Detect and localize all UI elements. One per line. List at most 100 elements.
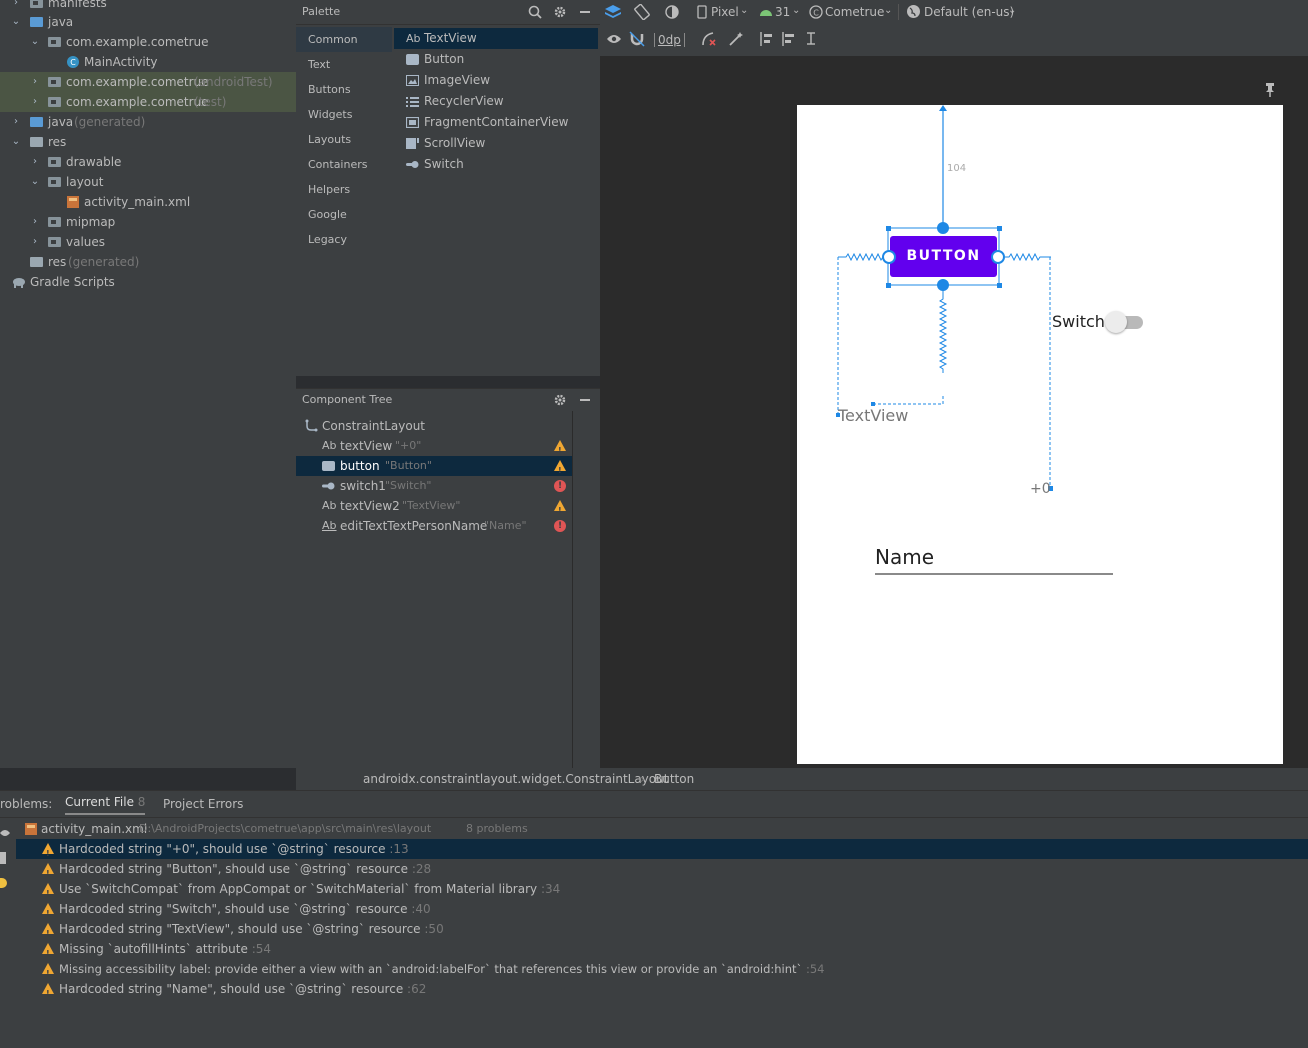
- chevron-right-icon[interactable]: ›: [14, 116, 18, 127]
- problems-file-row[interactable]: activity_main.xml D:\AndroidProjects\com…: [16, 819, 1308, 839]
- problem-item[interactable]: Hardcoded string "TextView", should use …: [16, 919, 1308, 944]
- palette-item-scrollview[interactable]: ScrollView: [394, 133, 598, 154]
- problem-item[interactable]: Hardcoded string "Switch", should use `@…: [16, 899, 1308, 924]
- tree-item-activity-main-xml[interactable]: activity_main.xml: [0, 192, 296, 212]
- tree-item-package[interactable]: ⌄ com.example.cometrue: [0, 32, 296, 52]
- chevron-right-icon[interactable]: ›: [14, 0, 18, 8]
- chevron-down-icon[interactable]: ⌄: [1008, 5, 1017, 16]
- tree-item-java[interactable]: ⌄ java: [0, 12, 296, 32]
- chevron-right-icon[interactable]: ›: [33, 96, 37, 107]
- minimize-icon[interactable]: [580, 399, 590, 401]
- palette-category-containers[interactable]: Containers: [308, 158, 368, 171]
- tree-item-mainactivity[interactable]: C MainActivity: [0, 52, 296, 72]
- tree-item-gradle-scripts[interactable]: Gradle Scripts: [0, 272, 296, 292]
- component-edittext-person-name[interactable]: Ab editTextTextPersonName "Name" !: [296, 516, 572, 536]
- clear-constraints-icon[interactable]: [701, 31, 717, 47]
- problem-item[interactable]: Use `SwitchCompat` from AppCompat or `Sw…: [16, 879, 1308, 904]
- breadcrumb-parent[interactable]: androidx.constraintlayout.widget.Constra…: [363, 772, 669, 786]
- breadcrumb-current[interactable]: Button: [654, 772, 695, 786]
- lightbulb-icon[interactable]: [0, 878, 7, 888]
- search-icon[interactable]: [528, 5, 542, 19]
- warning-icon[interactable]: [554, 460, 566, 481]
- guidelines-icon[interactable]: [805, 31, 821, 47]
- chevron-right-icon[interactable]: ›: [33, 216, 37, 227]
- chevron-down-icon[interactable]: ⌄: [11, 16, 21, 27]
- canvas-switch-thumb[interactable]: [1105, 311, 1127, 333]
- pack-icon[interactable]: [758, 31, 774, 47]
- palette-category-widgets[interactable]: Widgets: [308, 108, 353, 121]
- chevron-down-icon[interactable]: ⌄: [11, 136, 21, 147]
- component-textview2[interactable]: Ab textView2 "TextView": [296, 496, 572, 521]
- device-phone-icon[interactable]: [697, 5, 707, 19]
- tree-item-res-generated[interactable]: res (generated): [0, 252, 296, 272]
- palette-category-buttons[interactable]: Buttons: [308, 83, 351, 96]
- palette-category-google[interactable]: Google: [308, 208, 347, 221]
- gear-icon[interactable]: [553, 393, 567, 407]
- palette-item-imageview[interactable]: ImageView: [394, 70, 598, 91]
- component-root-constraintlayout[interactable]: ConstraintLayout: [296, 416, 572, 436]
- tree-item-package-androidtest[interactable]: › com.example.cometrue (androidTest): [0, 72, 296, 92]
- top-anchor-handle[interactable]: [937, 222, 949, 234]
- left-anchor-handle[interactable]: [882, 250, 896, 264]
- component-button[interactable]: button "Button": [296, 456, 572, 481]
- tree-item-java-generated[interactable]: › java (generated): [0, 112, 296, 132]
- tab-project-errors[interactable]: Project Errors: [163, 797, 244, 811]
- palette-category-common[interactable]: Common: [296, 27, 392, 52]
- chevron-down-icon[interactable]: ⌄: [792, 5, 801, 16]
- chevron-right-icon[interactable]: ›: [33, 236, 37, 247]
- warning-icon[interactable]: [554, 500, 566, 521]
- right-anchor-handle[interactable]: [991, 250, 1005, 264]
- canvas-textview-plus[interactable]: +0: [1030, 481, 1051, 497]
- panel-side-icon[interactable]: [0, 852, 6, 864]
- problem-item[interactable]: Hardcoded string "+0", should use `@stri…: [16, 839, 1308, 864]
- tree-item-res[interactable]: ⌄ res: [0, 132, 296, 152]
- chevron-right-icon[interactable]: ›: [33, 156, 37, 167]
- component-switch1[interactable]: switch1 "Switch" !: [296, 476, 572, 496]
- align-icon[interactable]: [781, 31, 797, 47]
- tree-item-package-test[interactable]: › com.example.cometrue (test): [0, 92, 296, 112]
- chevron-right-icon[interactable]: ›: [33, 76, 37, 87]
- palette-category-text[interactable]: Text: [308, 58, 331, 71]
- palette-item-fragmentcontainerview[interactable]: FragmentContainerView: [394, 112, 598, 133]
- chevron-down-icon[interactable]: ⌄: [30, 176, 40, 187]
- chevron-down-icon[interactable]: ⌄: [740, 5, 749, 16]
- locale-selector[interactable]: Default (en-us): [924, 5, 1015, 19]
- bottom-anchor-handle[interactable]: [937, 279, 949, 291]
- infer-constraints-icon[interactable]: [728, 31, 744, 47]
- chevron-down-icon[interactable]: ⌄: [30, 36, 40, 47]
- problem-item[interactable]: Hardcoded string "Name", should use `@st…: [16, 979, 1308, 1004]
- api-level-selector[interactable]: 31: [775, 5, 791, 19]
- warning-icon[interactable]: [554, 440, 566, 461]
- orientation-icon[interactable]: [634, 4, 650, 20]
- pin-icon[interactable]: [1264, 82, 1276, 98]
- tab-current-file[interactable]: Current File 8: [65, 791, 146, 815]
- palette-item-switch[interactable]: Switch: [394, 154, 598, 175]
- problem-item[interactable]: Hardcoded string "Button", should use `@…: [16, 859, 1308, 884]
- device-selector[interactable]: Pixel: [711, 5, 739, 19]
- default-margin-selector[interactable]: 0dp: [654, 33, 685, 47]
- eye-icon[interactable]: [606, 33, 622, 45]
- error-icon[interactable]: !: [554, 520, 566, 532]
- canvas-button[interactable]: BUTTON: [890, 236, 997, 277]
- canvas-name-edittext[interactable]: Name: [875, 545, 935, 569]
- tree-item-drawable[interactable]: › drawable: [0, 152, 296, 172]
- error-icon[interactable]: !: [554, 480, 566, 492]
- tree-item-values[interactable]: › values: [0, 232, 296, 252]
- palette-category-helpers[interactable]: Helpers: [308, 183, 351, 196]
- problem-item[interactable]: Missing `autofillHints` attribute :54: [16, 939, 1308, 964]
- theme-selector[interactable]: Cometrue: [825, 5, 885, 19]
- layout-canvas[interactable]: 104 BUTTON Switch TextView +0 Name: [797, 105, 1283, 764]
- problem-item[interactable]: Missing accessibility label: provide eit…: [16, 959, 1308, 984]
- tree-item-mipmap[interactable]: › mipmap: [0, 212, 296, 232]
- chevron-down-icon[interactable]: ⌄: [884, 5, 893, 16]
- night-mode-icon[interactable]: [664, 4, 680, 20]
- tree-item-manifests[interactable]: › manifests: [0, 0, 296, 13]
- design-surface-icon[interactable]: [604, 4, 622, 20]
- canvas-textview[interactable]: TextView: [838, 406, 909, 425]
- palette-category-legacy[interactable]: Legacy: [308, 233, 347, 246]
- component-textview[interactable]: Ab textView "+0": [296, 436, 572, 461]
- palette-item-recyclerview[interactable]: RecyclerView: [394, 91, 598, 112]
- tree-item-layout[interactable]: ⌄ layout: [0, 172, 296, 192]
- palette-item-textview[interactable]: Ab TextView: [394, 28, 598, 49]
- palette-item-button[interactable]: Button: [394, 49, 598, 70]
